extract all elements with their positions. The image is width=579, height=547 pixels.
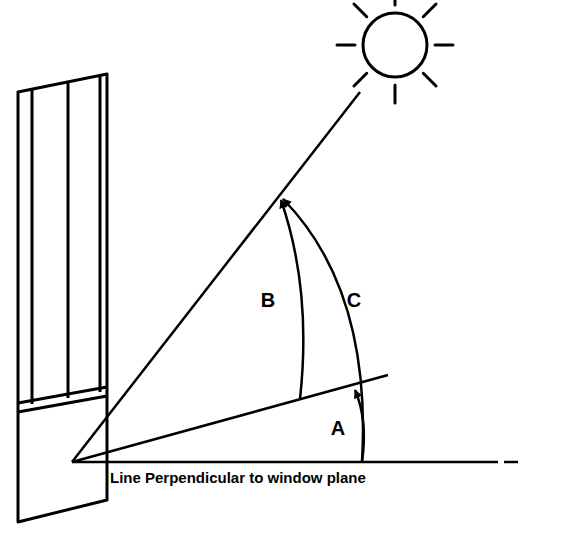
sun-rays (337, 0, 453, 103)
angle-lines (72, 92, 522, 462)
sun-ray-line (72, 92, 360, 462)
sun-ray (337, 44, 355, 47)
angle-arcs (281, 199, 364, 462)
sun-disc (363, 13, 427, 77)
angle-arc-b (281, 200, 303, 399)
window-frame (99, 76, 102, 392)
line-caption: Line Perpendicular to window plane (110, 470, 366, 487)
sun-ray (354, 4, 367, 17)
projected-line (72, 375, 388, 462)
sun-ray (435, 44, 453, 47)
sun-ray (354, 73, 367, 86)
angle-arc-c (283, 199, 363, 462)
window-sill (18, 396, 107, 412)
angle-label: A (331, 417, 345, 439)
sun-ray (423, 4, 436, 17)
angle-label: B (261, 289, 275, 311)
sun-ray (423, 73, 436, 86)
window-sill (18, 387, 107, 403)
angle-label: C (347, 289, 361, 311)
sun-symbol (337, 0, 453, 103)
window-frame (31, 90, 34, 404)
sun-ray (394, 85, 397, 103)
sun-ray (394, 0, 397, 5)
perpendicular-line (72, 461, 498, 464)
perpendicular-line-extension (504, 461, 522, 464)
window-mullion (67, 83, 70, 398)
